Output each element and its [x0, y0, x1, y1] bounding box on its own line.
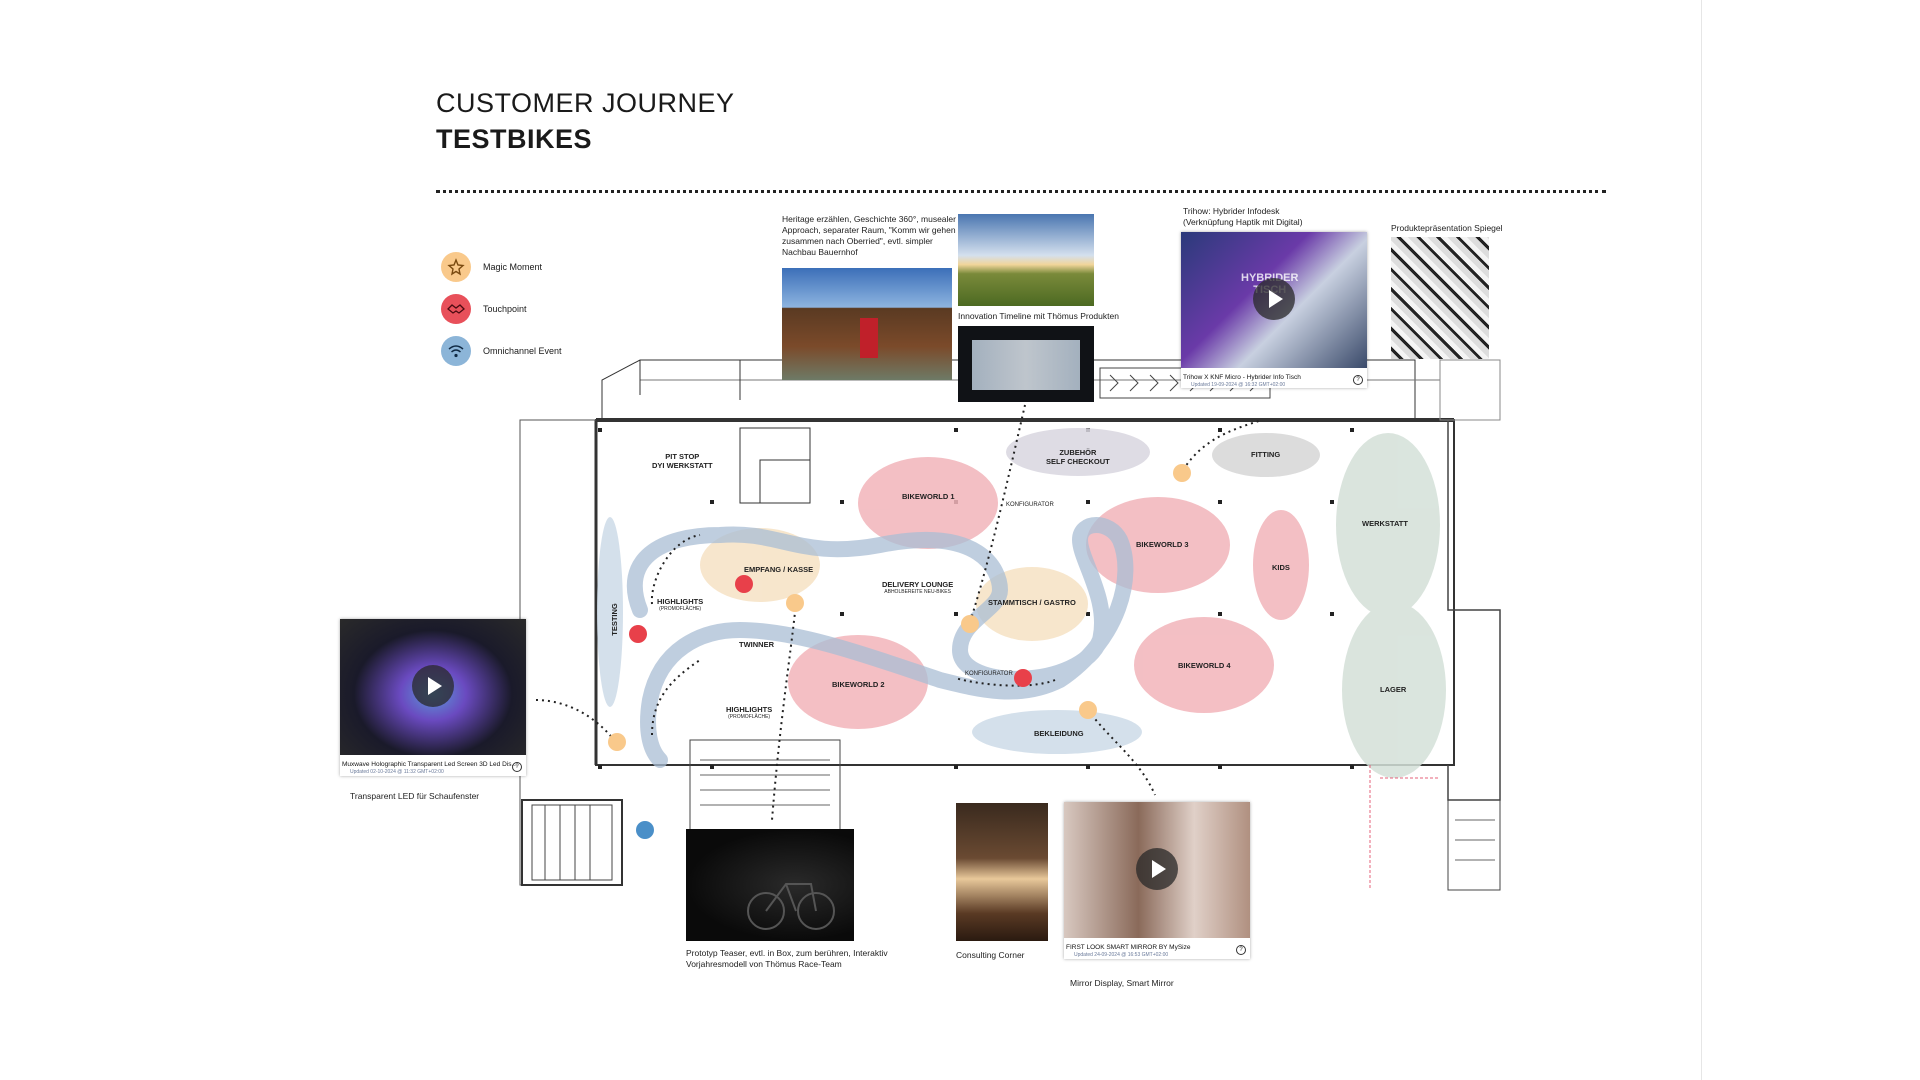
pink-dims — [1369, 765, 1440, 888]
zone-shapes — [597, 428, 1446, 778]
video-updated: Updated 24-09-2024 @ 16:53 GMT+02:00 — [1074, 952, 1169, 958]
video-title: Trihow X KNF Micro - Hybrider Info Tisch — [1183, 374, 1301, 381]
zone-konfigurator-top: KONFIGURATOR — [1006, 502, 1054, 508]
zone-bikeworld-1: BIKEWORLD 1 — [902, 492, 955, 501]
play-button[interactable] — [1253, 278, 1295, 320]
zone-stammtisch: STAMMTISCH / GASTRO — [988, 598, 1076, 607]
zone-bekleidung: BEKLEIDUNG — [1034, 729, 1084, 738]
mirror-presentation-image — [1391, 237, 1489, 359]
caption-prototype: Prototyp Teaser, evtl. in Box, zum berüh… — [686, 948, 888, 969]
help-icon[interactable]: ? — [1236, 945, 1246, 955]
landscape-image — [958, 214, 1094, 306]
legend-label: Omnichannel Event — [483, 346, 562, 356]
video-thumbnail — [1064, 802, 1250, 938]
caption-infodesk: Trihow: Hybrider Infodesk(Verknüpfung Ha… — [1183, 206, 1303, 227]
zone-empfang: EMPFANG / KASSE — [744, 565, 814, 574]
wifi-icon — [441, 336, 471, 366]
video-thumbnail: HYBRIDERTISCH — [1181, 232, 1367, 368]
page-subtitle: TESTBIKES — [436, 124, 593, 154]
caption-consulting: Consulting Corner — [956, 950, 1025, 960]
legend-label: Magic Moment — [483, 262, 543, 272]
building-walls — [519, 359, 1501, 891]
help-icon[interactable]: ? — [1353, 375, 1363, 385]
legend-touchpoint: Touchpoint — [441, 294, 527, 324]
play-button[interactable] — [1136, 848, 1178, 890]
legend-omnichannel: Omnichannel Event — [441, 336, 562, 366]
caption-transparent-led: Transparent LED für Schaufenster — [350, 791, 480, 801]
video-updated: Updated 02-10-2024 @ 11:32 GMT+02:00 — [350, 769, 444, 775]
zone-twinner: TWINNER — [739, 640, 774, 649]
play-button[interactable] — [412, 665, 454, 707]
touchpoint-markers — [629, 575, 1032, 687]
legend-label: Touchpoint — [483, 304, 527, 314]
zone-bikeworld-3: BIKEWORLD 3 — [1136, 540, 1189, 549]
zone-highlights-bottom: HIGHLIGHTS(PROMOFLÄCHE) — [726, 705, 773, 720]
omnichannel-marker — [636, 821, 654, 839]
heritage-image — [782, 268, 952, 380]
zone-bikeworld-2: BIKEWORLD 2 — [832, 680, 885, 689]
journey-path — [626, 517, 1134, 768]
caption-heritage: Heritage erzählen, Geschichte 360°, muse… — [782, 214, 956, 257]
video-title: FIRST LOOK SMART MIRROR BY MySize — [1066, 944, 1191, 951]
handshake-icon — [441, 294, 471, 324]
consulting-corner-image — [956, 803, 1048, 941]
zone-werkstatt: WERKSTATT — [1362, 519, 1408, 528]
page-divider — [1701, 0, 1702, 1080]
help-icon[interactable]: ? — [512, 762, 522, 772]
caption-innovation: Innovation Timeline mit Thömus Produkten — [958, 311, 1119, 321]
zone-lager: LAGER — [1380, 685, 1407, 694]
zone-konfigurator-mid: KONFIGURATOR — [965, 671, 1013, 677]
innovation-timeline-image — [958, 326, 1094, 402]
legend-magic-moment: Magic Moment — [441, 252, 542, 282]
video-card-muxwave[interactable]: Muxwave Holographic Transparent Led Scre… — [340, 619, 526, 776]
zone-bikeworld-4: BIKEWORLD 4 — [1178, 661, 1231, 670]
prototype-image — [686, 829, 854, 941]
zone-highlights-top: HIGHLIGHTS(PROMOFLÄCHE) — [657, 597, 704, 612]
video-thumbnail — [340, 619, 526, 755]
video-card-firstlook[interactable]: FIRST LOOK SMART MIRROR BY MySize Update… — [1064, 802, 1250, 959]
connector-arrows — [534, 404, 1263, 821]
caption-mirror-presentation: Produktepräsentation Spiegel — [1391, 223, 1503, 233]
dotted-divider — [436, 190, 1606, 193]
video-updated: Updated 19-09-2024 @ 16:32 GMT+02:00 — [1191, 382, 1286, 388]
video-card-trihow[interactable]: HYBRIDERTISCH Trihow X KNF Micro - Hybri… — [1181, 232, 1367, 388]
zone-fitting: FITTING — [1251, 450, 1281, 459]
zone-kids: KIDS — [1272, 563, 1290, 572]
page-title: CUSTOMER JOURNEY — [436, 88, 735, 118]
star-icon — [441, 252, 471, 282]
video-title: Muxwave Holographic Transparent Led Scre… — [342, 761, 517, 768]
caption-mirror-display: Mirror Display, Smart Mirror — [1070, 978, 1174, 988]
magic-moment-markers — [608, 464, 1191, 751]
zone-testing: TESTING — [609, 603, 619, 636]
